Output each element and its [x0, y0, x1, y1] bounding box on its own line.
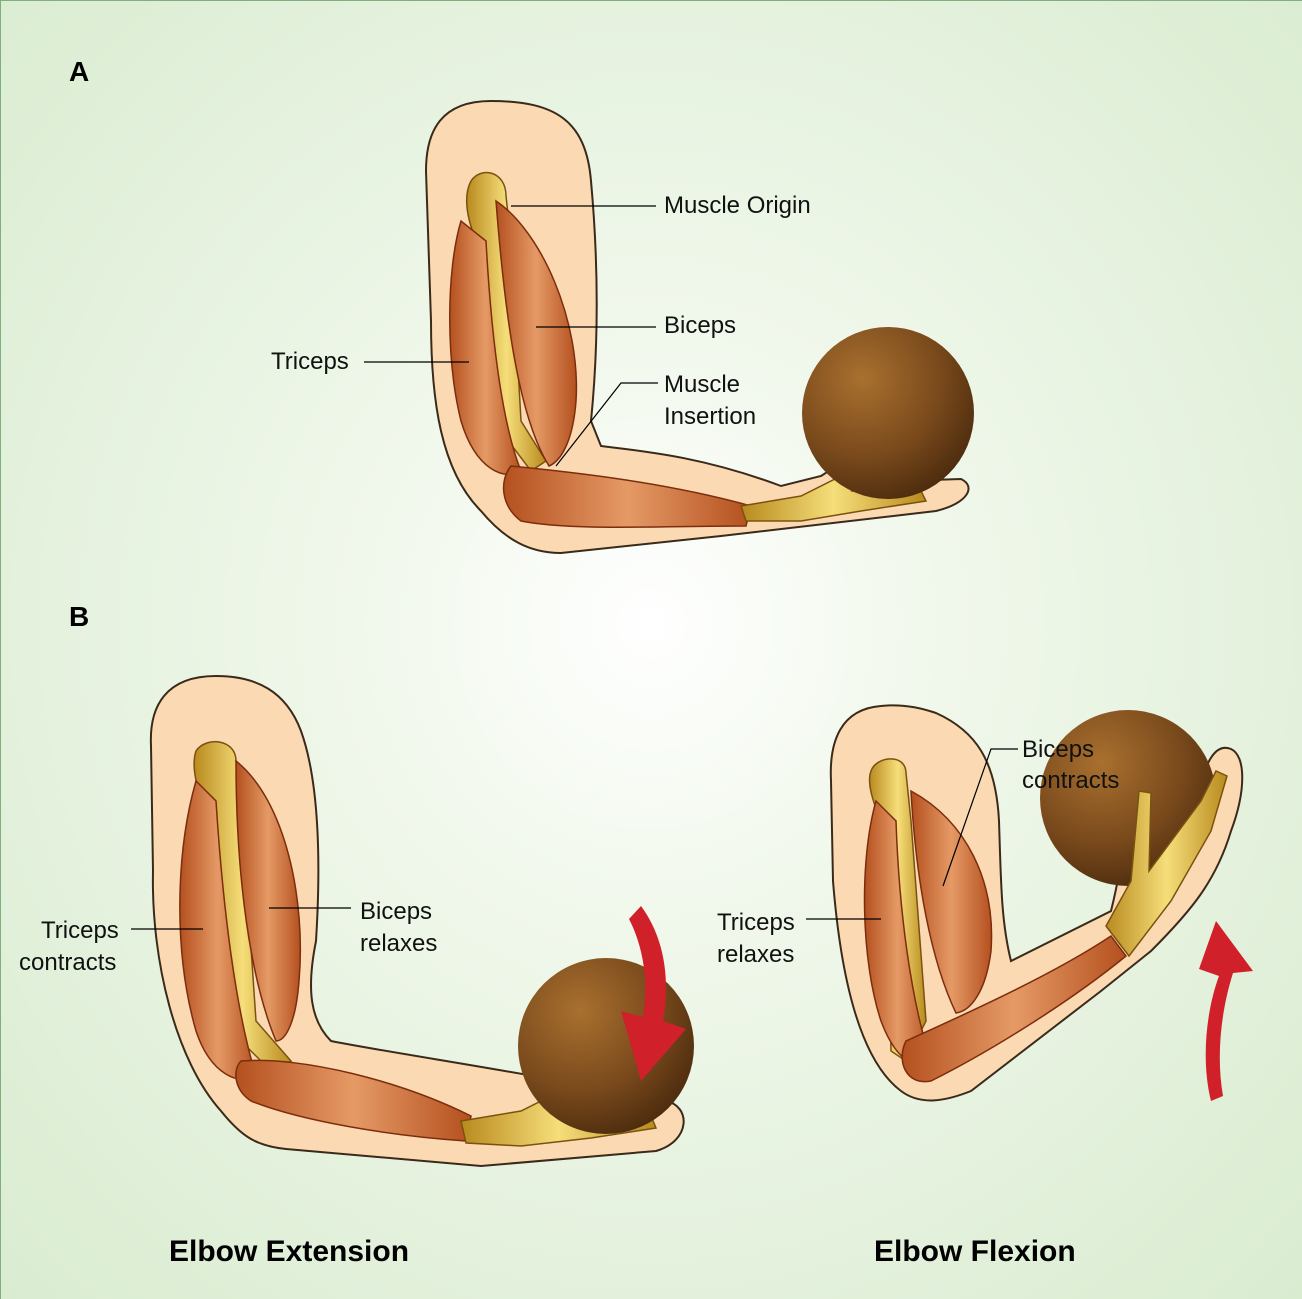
- up-arrow-icon: [1199, 921, 1253, 1101]
- panel-a-letter: A: [69, 56, 89, 88]
- label-flex-biceps-2: contracts: [1022, 765, 1119, 797]
- ball-icon: [802, 327, 974, 499]
- label-flex-triceps-2: relaxes: [717, 939, 794, 971]
- label-ext-triceps-2: contracts: [19, 947, 116, 979]
- label-biceps: Biceps: [664, 310, 736, 342]
- caption-elbow-extension: Elbow Extension: [169, 1235, 409, 1269]
- label-muscle-insertion-1: Muscle: [664, 369, 740, 401]
- label-flex-triceps-1: Triceps: [717, 907, 795, 939]
- label-ext-biceps-2: relaxes: [360, 928, 437, 960]
- label-ext-biceps-1: Biceps: [360, 896, 432, 928]
- panel-b-letter: B: [69, 601, 89, 633]
- label-muscle-origin: Muscle Origin: [664, 190, 811, 222]
- label-ext-triceps-1: Triceps: [41, 915, 119, 947]
- label-muscle-insertion-2: Insertion: [664, 401, 756, 433]
- label-triceps: Triceps: [271, 346, 349, 378]
- caption-elbow-flexion: Elbow Flexion: [874, 1235, 1076, 1269]
- label-flex-biceps-1: Biceps: [1022, 734, 1094, 766]
